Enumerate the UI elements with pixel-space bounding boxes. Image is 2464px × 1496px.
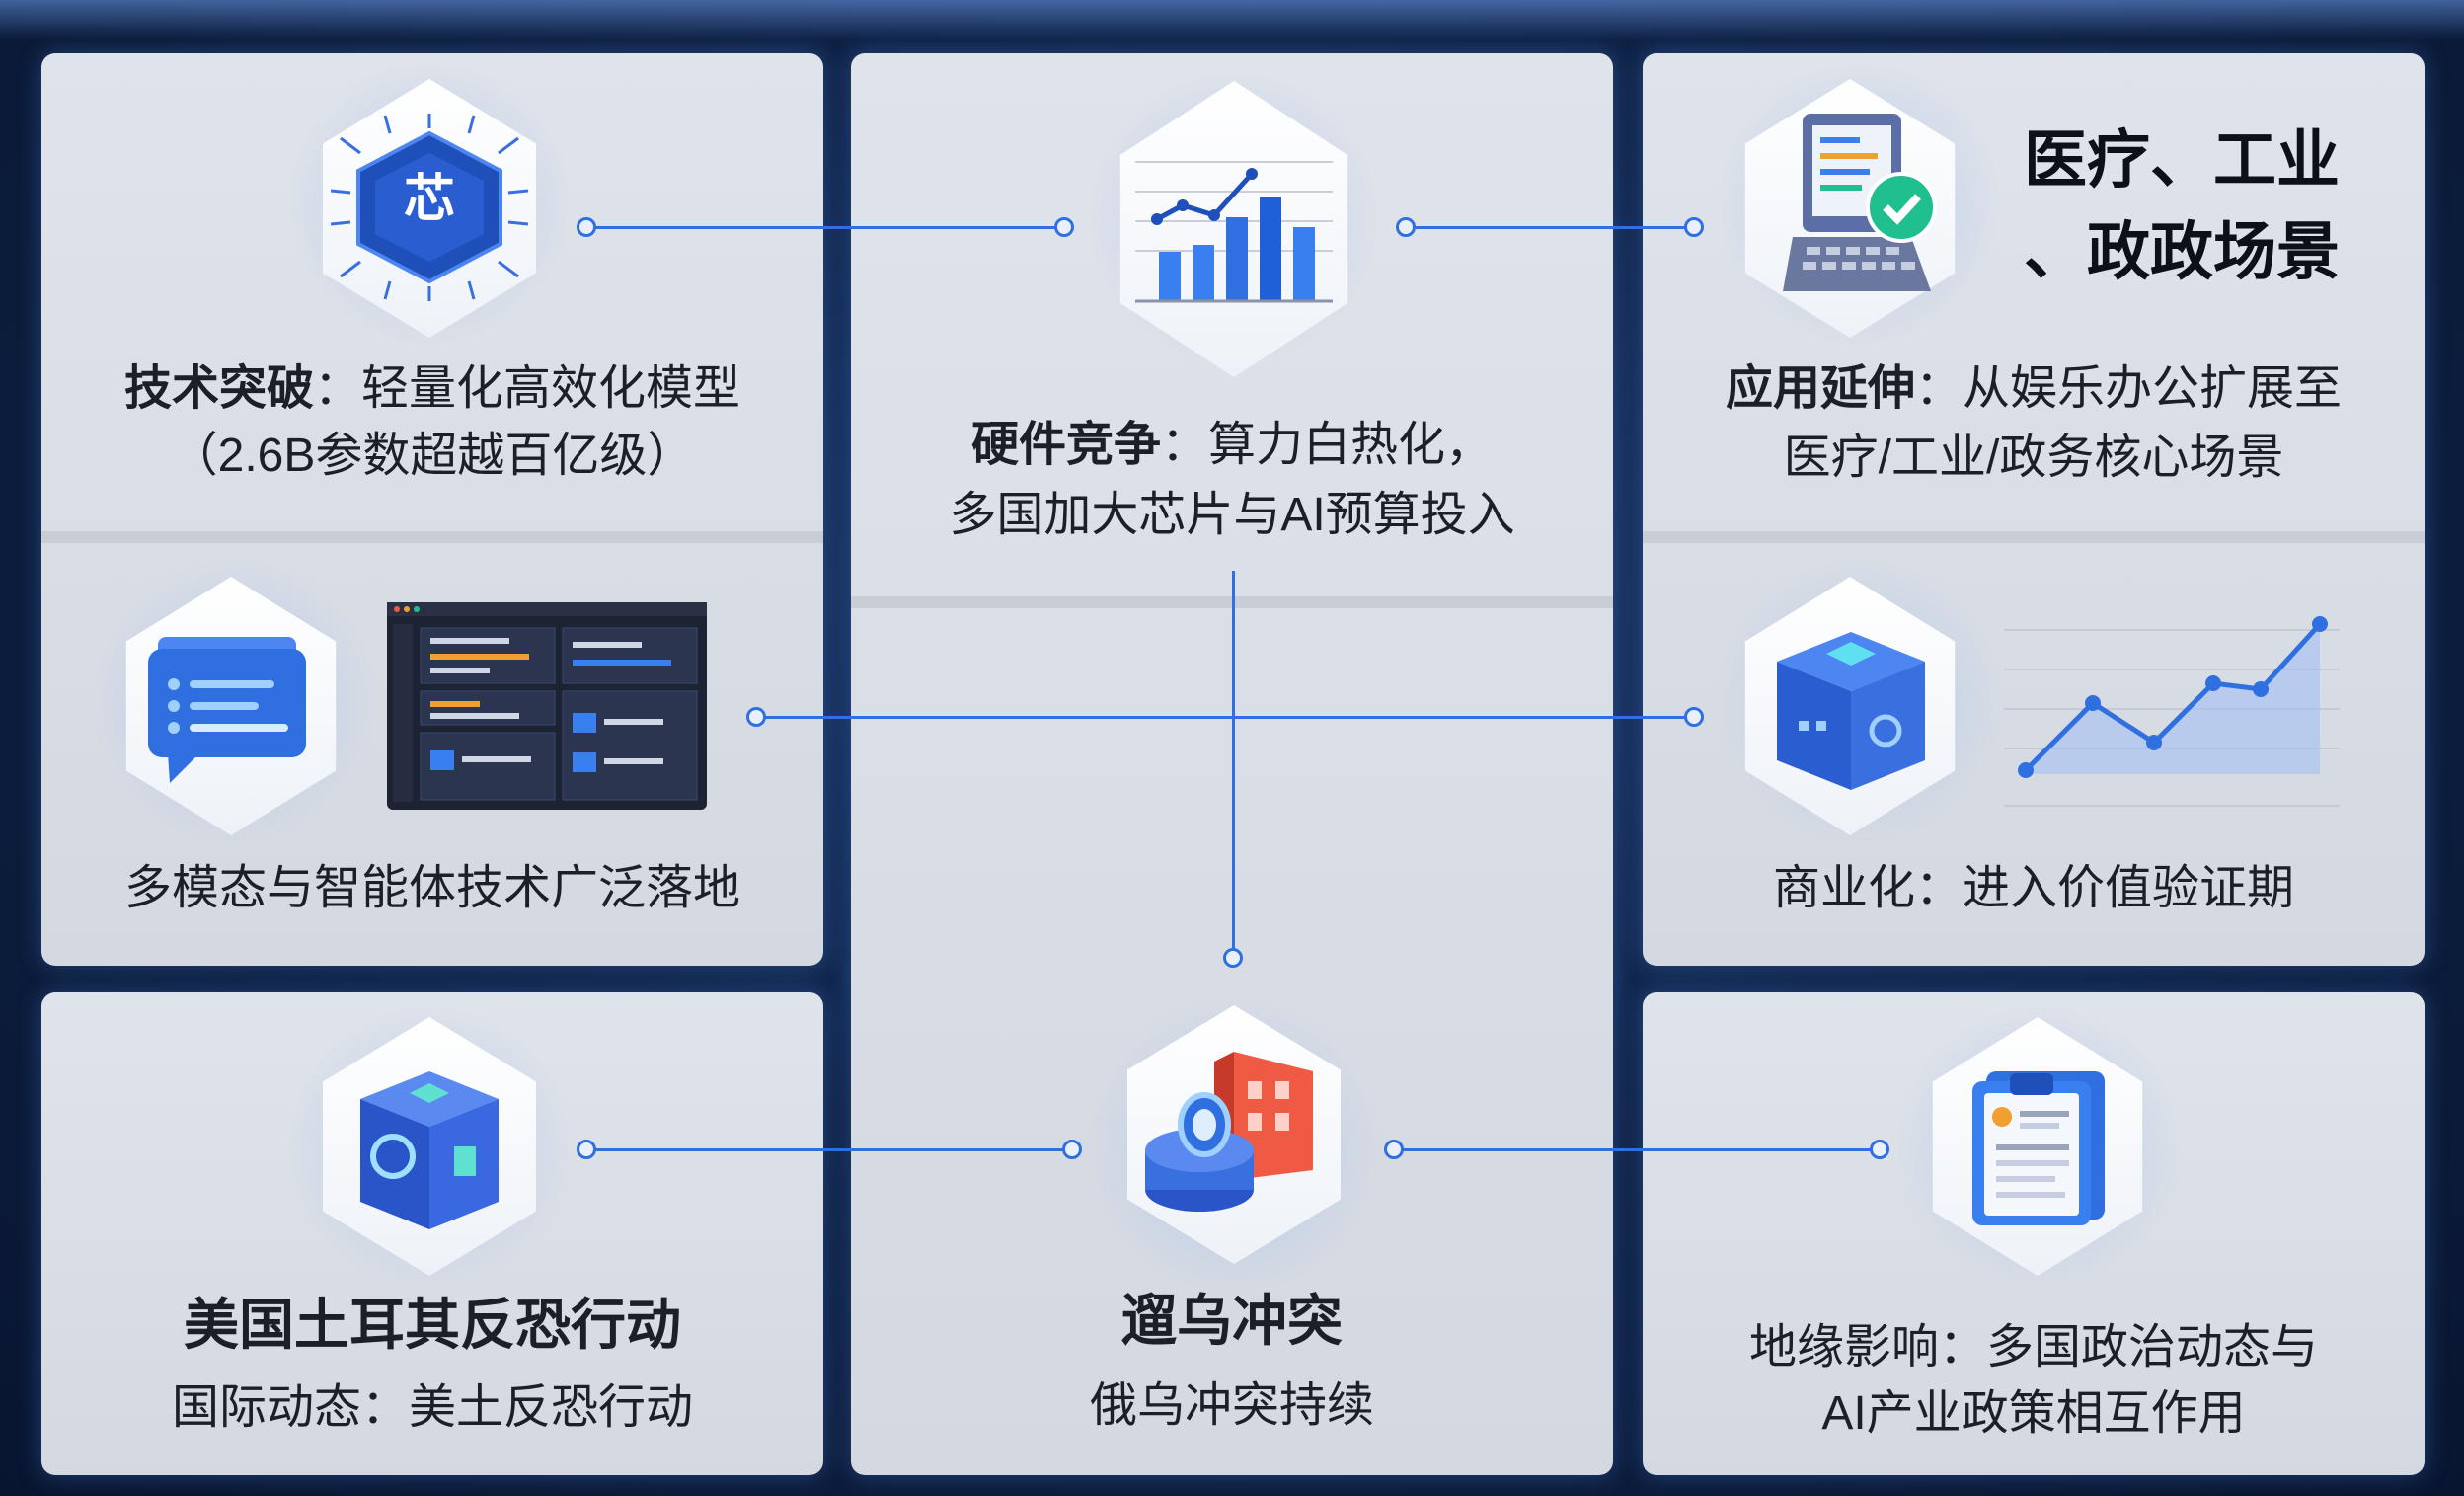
line-chart-icon [2004, 616, 2340, 807]
panel-left-divider [41, 531, 823, 543]
application-label-bold: 应用延伸 [1725, 362, 1915, 415]
tech-label-bold: 技术突破 [123, 362, 314, 415]
connector-node [1384, 1140, 1404, 1159]
commercial-label: 商业化：进入价值验证期 [1772, 862, 2294, 914]
geo-label-line2: AI产业政策相互作用 [1821, 1387, 2246, 1440]
application-label-line2: 医疗/工业/政务核心场景 [1783, 432, 2284, 484]
top-glow [0, 0, 2464, 39]
tech-label: 技术突破：轻量化高效化模型 [41, 357, 823, 421]
cube-icon [1777, 632, 1925, 790]
dashboard-icon [387, 602, 707, 810]
conflict-subtitle: 俄乌冲突持续 [1089, 1379, 1374, 1432]
connector-node [1223, 948, 1243, 968]
connector-node [1684, 217, 1704, 237]
connector-node [1054, 217, 1074, 237]
hardware-label-bold: 硬件竞争 [970, 419, 1161, 471]
connector-node [577, 1140, 596, 1159]
tech-label-rest: ：轻量化高效化模型 [314, 362, 741, 415]
server-box-icon [360, 1071, 499, 1229]
us-turkey-subtitle: 国际动态：美土反恐行动 [171, 1381, 693, 1434]
connector-node [577, 217, 596, 237]
panel-right-divider [1643, 531, 2425, 543]
hardware-label-line2: 多国加大芯片与AI预算投入 [949, 489, 1515, 541]
application-label: 应用延伸：从娱乐办公扩展至 [1643, 357, 2425, 421]
connector-node [1396, 217, 1416, 237]
application-label-rest: ：从娱乐办公扩展至 [1915, 362, 2343, 415]
hardware-label-rest: ：算力白热化， [1161, 419, 1494, 471]
chip-label: 芯 [403, 171, 455, 228]
geo-label-line1: 地缘影响：多国政治动态与 [1748, 1321, 2318, 1374]
application-heading-line1: 医疗、工业 [2024, 124, 2340, 196]
connector-top-right [1406, 226, 1694, 229]
connector-middle [756, 716, 1694, 719]
connector-bottom-left [586, 1148, 1072, 1151]
tech-label-line2: （2.6B参数超越百亿级） [170, 430, 695, 482]
hardware-label: 硬件竞争：算力白热化， [851, 414, 1613, 477]
connector-node [1870, 1140, 1889, 1159]
multimodal-label: 多模态与智能体技术广泛落地 [123, 862, 740, 914]
chat-bubble-icon [148, 637, 306, 783]
connector-node [746, 707, 766, 727]
connector-node [1684, 707, 1704, 727]
us-turkey-title: 美国土耳其反恐行动 [184, 1294, 681, 1356]
application-heading-line2: 、政政场景 [2024, 216, 2340, 287]
connector-bottom-right [1394, 1148, 1880, 1151]
connector-top-left [586, 226, 1064, 229]
laptop-check-icon [1783, 114, 1937, 291]
connector-node [1062, 1140, 1082, 1159]
conflict-title: 遛乌冲突 [1121, 1290, 1343, 1352]
conflict-icon [1145, 1052, 1313, 1212]
chip-icon [331, 114, 528, 301]
connector-vertical [1232, 571, 1235, 956]
bar-chart-icon [1135, 161, 1333, 303]
clipboard-icon [1972, 1071, 2105, 1225]
